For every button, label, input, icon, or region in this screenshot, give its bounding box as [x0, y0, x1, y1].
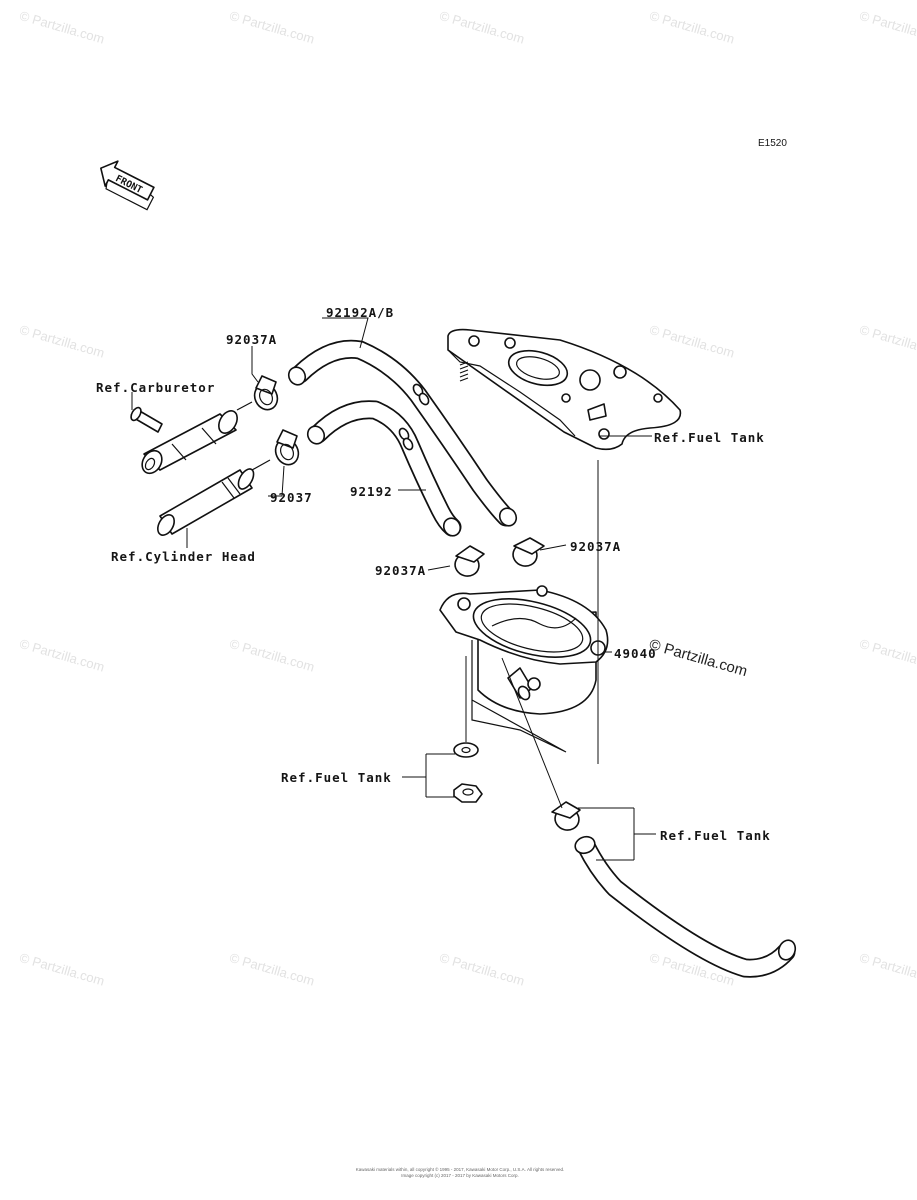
hose-92192	[306, 400, 462, 537]
hose-crimp-icon	[398, 427, 414, 451]
clamp-icon	[454, 545, 485, 577]
hose-92192ab	[287, 339, 518, 527]
fuel-tank-hose-icon	[574, 835, 797, 978]
label-92037a-left: 92037A	[375, 563, 427, 578]
hose-crimp-icon	[412, 383, 430, 406]
spring-icon	[459, 361, 469, 382]
clamp-icon	[253, 375, 279, 411]
label-92192: 92192	[350, 484, 393, 499]
label-ref-fuel-tank-left: Ref.Fuel Tank	[281, 770, 392, 785]
label-ref-fuel-tank-lower: Ref.Fuel Tank	[660, 828, 771, 843]
label-ref-carburetor: Ref.Carburetor	[96, 380, 216, 395]
label-ref-fuel-tank-upper: Ref.Fuel Tank	[654, 430, 765, 445]
label-92037a-right: 92037A	[570, 539, 622, 554]
copyright-footer: Kawasaki materials within, all copyright…	[340, 1167, 580, 1179]
diagram-code: E1520	[758, 138, 787, 149]
copyright-line-1: Kawasaki materials within, all copyright…	[355, 1167, 565, 1172]
leader-lines	[131, 317, 656, 861]
washer-icon	[453, 742, 479, 758]
front-arrow-icon: FRONT	[100, 160, 155, 211]
fuel-tank-bracket-icon	[447, 328, 682, 451]
label-92037a-top: 92037A	[226, 332, 278, 347]
nut-icon	[453, 783, 483, 803]
copyright-line-2: Image copyright (c) 2017 - 2017 by Kawas…	[401, 1173, 519, 1178]
label-49040: 49040	[614, 646, 657, 661]
clamp-icon	[512, 537, 545, 567]
carburetor-fitting-icon	[130, 401, 253, 475]
cylinder-head-fitting-icon	[157, 459, 271, 536]
clamp-icon	[551, 801, 581, 831]
fuel-pump-icon	[439, 585, 609, 753]
label-92192ab: 92192A/B	[326, 305, 395, 320]
label-92037: 92037	[270, 490, 313, 505]
label-ref-cylinder-head: Ref.Cylinder Head	[111, 549, 256, 564]
clamp-icon	[274, 429, 300, 466]
